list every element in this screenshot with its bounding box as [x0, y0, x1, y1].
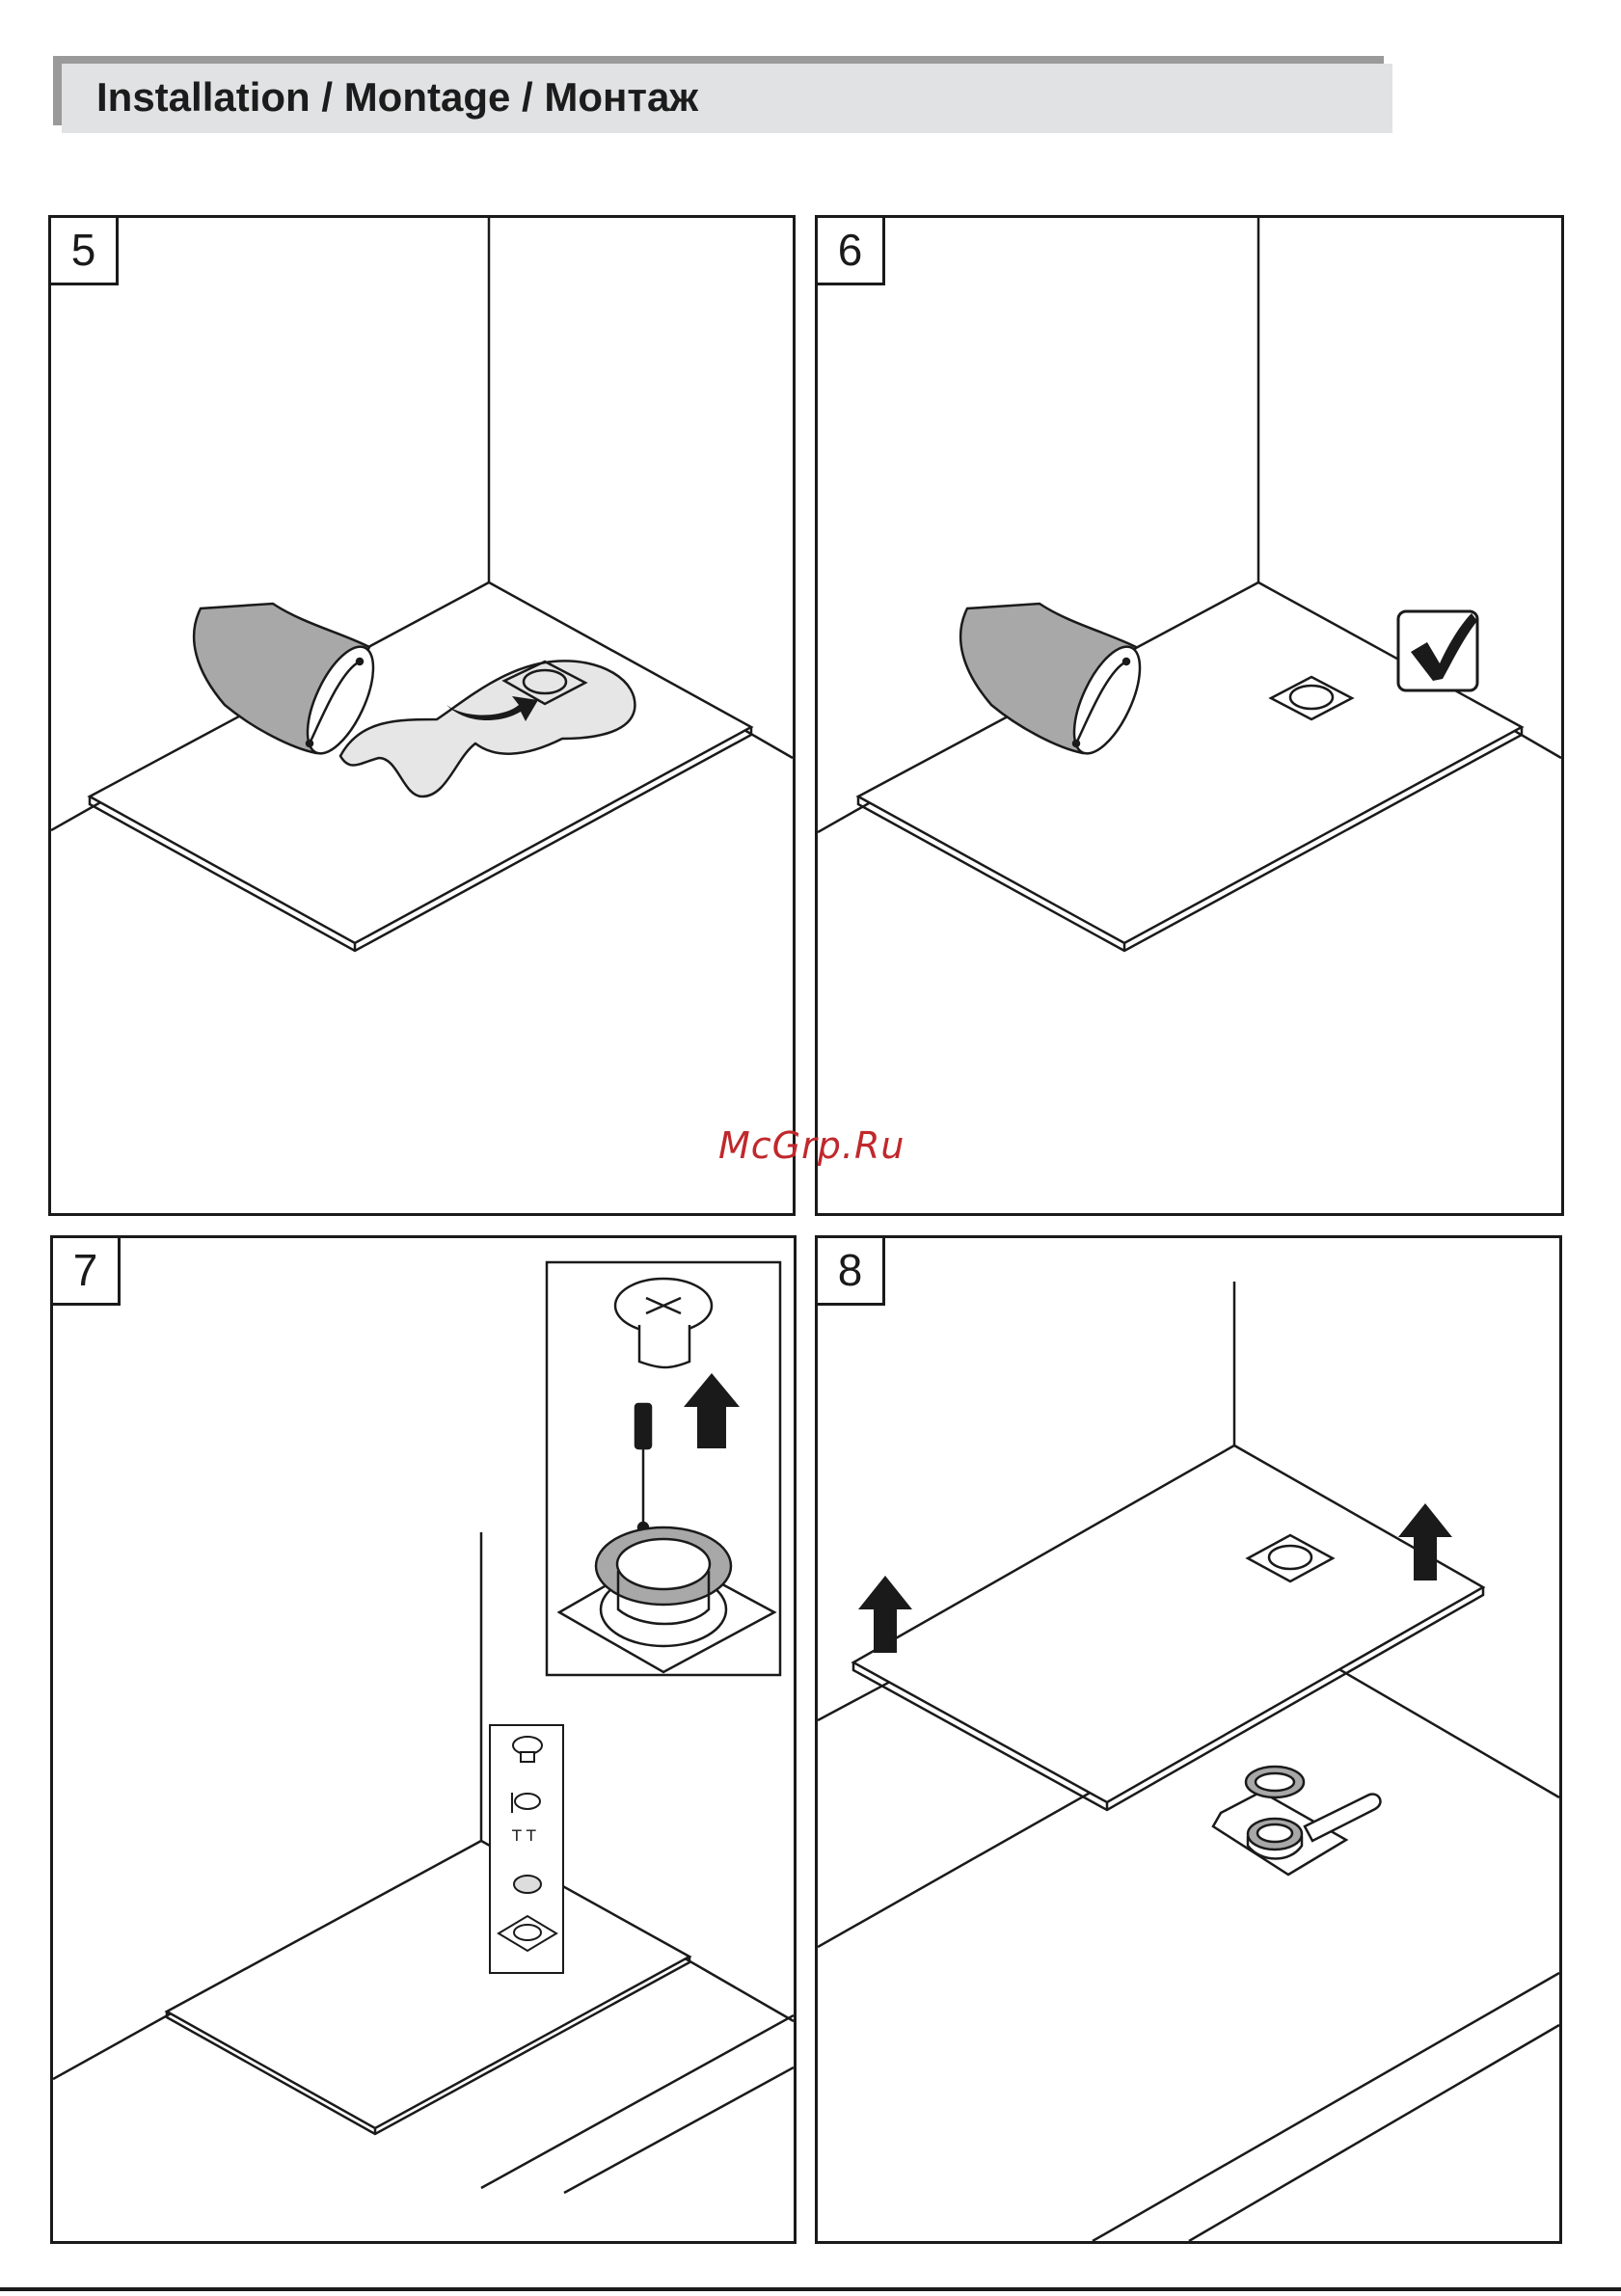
step-number-5: 5 — [51, 218, 119, 285]
header-accent-bar — [53, 56, 1384, 64]
watermark: McGrp.Ru — [718, 1124, 905, 1167]
checkmark-icon — [1398, 611, 1477, 690]
step-8-illustration — [818, 1238, 1559, 2241]
step-8-panel: 8 — [815, 1235, 1562, 2244]
step-5-illustration — [51, 218, 793, 1213]
step-5-panel: 5 — [48, 215, 796, 1216]
step-7-illustration: T T — [53, 1238, 794, 2241]
step-number-6: 6 — [818, 218, 885, 285]
page-title: Installation / Montage / Монтаж — [96, 69, 698, 125]
step-6-panel: 6 — [815, 215, 1564, 1216]
drain-assembly — [1213, 1767, 1380, 1875]
svg-text:T T: T T — [511, 1826, 536, 1845]
footer-rule — [0, 2287, 1621, 2291]
header-accent-side — [53, 56, 62, 125]
step-number-7: 7 — [53, 1238, 121, 1306]
step-number-8: 8 — [818, 1238, 885, 1306]
step-6-illustration — [818, 218, 1561, 1213]
detail-inset — [547, 1262, 780, 1675]
parts-strip: T T — [490, 1725, 563, 1973]
step-7-panel: 7 T T — [50, 1235, 797, 2244]
